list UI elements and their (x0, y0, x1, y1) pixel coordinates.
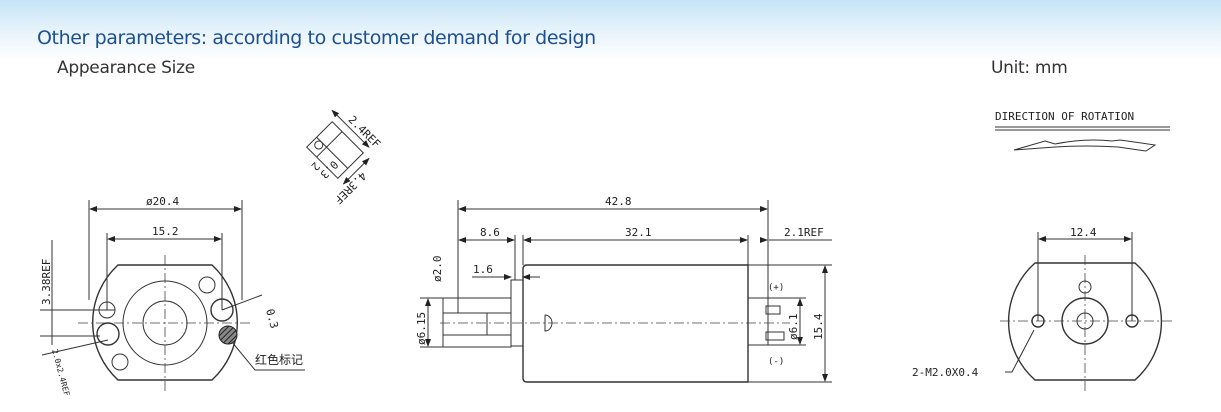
rotation-arrow-icon (1013, 139, 1157, 152)
dim-end-boss-dia: ø6.1 (787, 314, 800, 341)
terminal-hole-icon (96, 322, 120, 346)
dim-end-ref: 2.1REF (784, 226, 824, 239)
dim-shaft-dia: ø2.0 (431, 256, 444, 283)
front-view: ø20.4 15.2 3.38REF 2.0x2.4REF 0.3 红色标记 (40, 195, 305, 397)
dim-flange: 1.6 (473, 263, 493, 276)
terminal-plus-label: (+) (768, 283, 784, 293)
unit-label: Unit: mm (991, 58, 1068, 78)
dim-body-length: 32.1 (625, 226, 652, 239)
dim-boss-dia: ø6.15 (415, 312, 428, 345)
red-mark-label: 红色标记 (255, 352, 303, 367)
terminal-minus-label: (-) (768, 357, 784, 367)
section-heading: Appearance Size (57, 58, 195, 78)
dim-outer-diameter: ø20.4 (146, 195, 179, 208)
terminal-detail: 2.4REF 4.3REF 0.3 2 (306, 109, 383, 206)
dim-shaft-length: 8.6 (480, 226, 500, 239)
dim-tolerance: 0.3 (263, 307, 281, 330)
dim-offset-ref: 3.38REF (40, 259, 53, 305)
dim-body-height: 15.4 (812, 313, 825, 340)
dim-height-ref: 4.3REF (332, 169, 369, 206)
direction-label: DIRECTION OF ROTATION (995, 110, 1134, 123)
dim-flat-width: 15.2 (152, 225, 179, 238)
dim-width-ref: 2.4REF (346, 113, 383, 150)
page-title: Other parameters: according to customer … (37, 27, 596, 49)
red-mark-icon (218, 325, 238, 345)
dim-hole-spacing: 12.4 (1070, 226, 1097, 239)
rear-view: DIRECTION OF ROTATION 12.4 2-M2.0X0.4 (912, 110, 1172, 392)
screw-label: 2-M2.0X0.4 (912, 366, 979, 379)
dim-hole-ref: 2.0x2.4REF (50, 348, 71, 397)
side-view: 42.8 8.6 32.1 2.1REF ø2.0 1.6 ø6.15 ø6.1… (415, 195, 832, 383)
dim-total-length: 42.8 (605, 195, 632, 208)
